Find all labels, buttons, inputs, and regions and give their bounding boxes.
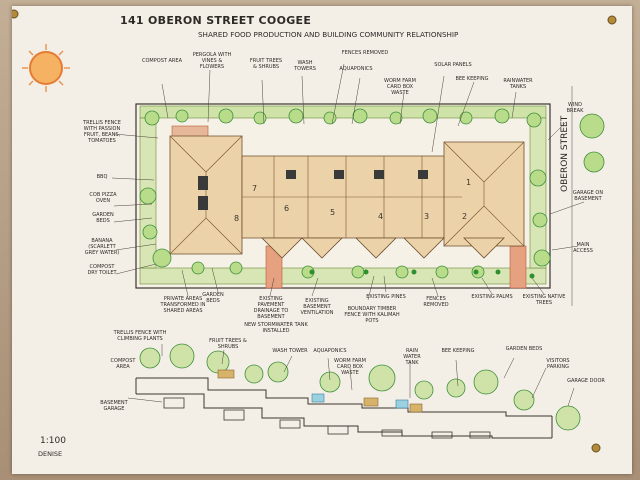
section-label-basement-garage: BASEMENT GARAGE xyxy=(100,400,128,412)
label-rainwater-tanks: RAINWATER TANKS xyxy=(503,78,533,90)
label-boundary-timber: BOUNDARY TIMBER FENCE WITH KALIMAH POTS xyxy=(344,306,400,324)
label-wash-towers: WASH TOWERS xyxy=(294,60,316,72)
plan-title: 141 OBERON STREET COOGEE xyxy=(120,14,312,27)
unit-number-1: 1 xyxy=(466,178,472,187)
plan-subtitle: SHARED FOOD PRODUCTION AND BUILDING COMM… xyxy=(198,30,459,39)
section-label-wash-tower: WASH TOWER xyxy=(272,348,308,354)
label-compost-area: COMPOST AREA xyxy=(142,58,182,64)
pushpin-bottom-right xyxy=(591,443,601,453)
leader-lines xyxy=(111,63,585,407)
palm-trees xyxy=(309,269,535,279)
label-main-access: MAIN ACCESS xyxy=(573,242,593,254)
sun-icon xyxy=(22,44,70,92)
label-worm-farm: WORM FARM CARD BOX WASTE xyxy=(384,78,416,96)
pushpin-top-left xyxy=(12,9,19,19)
label-bbq: BBQ xyxy=(96,174,108,180)
section-label-fruit-trees: FRUIT TREES & SHRUBS xyxy=(209,338,247,350)
site-drawing xyxy=(12,9,617,453)
section-label-visitors-parking: VISITORS PARKING xyxy=(546,358,570,370)
label-pergola: PERGOLA WITH VINES & FLOWERS xyxy=(192,52,232,70)
pushpin-top-right xyxy=(607,15,617,25)
unit-number-8: 8 xyxy=(234,214,240,223)
label-fences-removed-top: FENCES REMOVED xyxy=(341,50,389,56)
label-existing-pines: EXISTING PINES xyxy=(366,294,406,300)
unit-number-3: 3 xyxy=(424,212,430,221)
label-existing-native-trees: EXISTING NATIVE TREES xyxy=(522,294,566,306)
label-garden-beds-left: GARDEN BEDS xyxy=(92,212,114,224)
section-label-bee-keeping: BEE KEEPING xyxy=(441,348,475,354)
label-existing-palms: EXISTING PALMS xyxy=(471,294,513,300)
section-label-trellis-fence: TRELLIS FENCE WITH CLIMBING PLANTS xyxy=(113,330,167,342)
label-private-areas: PRIVATE AREAS TRANSFORMED IN SHARED AREA… xyxy=(160,296,206,314)
paper-sheet: 141 OBERON STREET COOGEE SHARED FOOD PRO… xyxy=(12,6,632,474)
label-compost-dry-toilet: COMPOST DRY TOILET xyxy=(87,264,117,276)
section-label-compost-area: COMPOST AREA xyxy=(110,358,136,370)
label-wind-break: WIND BREAK xyxy=(566,102,584,114)
label-fruit-trees: FRUIT TREES & SHRUBS xyxy=(249,58,283,70)
section-label-garden-beds: GARDEN BEDS xyxy=(505,346,543,352)
section-drawing xyxy=(135,343,581,439)
unit-number-7: 7 xyxy=(252,184,258,193)
unit-number-5: 5 xyxy=(330,208,336,217)
label-trellis-fence: TRELLIS FENCE WITH PASSION FRUIT, BEANS,… xyxy=(83,120,121,144)
scale-label: 1:100 xyxy=(40,436,66,446)
label-pizza-oven: COB PIZZA OVEN xyxy=(89,192,117,204)
street-label: OBERON STREET xyxy=(560,115,570,192)
solar-panels xyxy=(198,170,428,210)
section-label-aquaponics: AQUAPONICS xyxy=(313,348,347,354)
roof-ridge-lines xyxy=(169,135,525,255)
label-garden-beds-bottom: GARDEN BEDS xyxy=(202,292,224,304)
unit-number-6: 6 xyxy=(284,204,290,213)
unit-number-2: 2 xyxy=(462,212,468,221)
label-banana: BANANA (SCARLETT GREY WATER) xyxy=(84,238,120,256)
label-bee-keeping: BEE KEEPING xyxy=(455,76,489,82)
section-label-garage-door: GARAGE DOOR xyxy=(567,378,605,384)
label-garage-on-basement: GARAGE ON BASEMENT xyxy=(572,190,604,202)
section-label-rain-water-tank: RAIN WATER TANK xyxy=(403,348,421,366)
author-label: DENISE xyxy=(38,450,63,458)
label-existing-pavement: EXISTING PAVEMENT DRAINAGE TO BASEMENT xyxy=(253,296,289,320)
label-solar-panels: SOLAR PANELS xyxy=(434,62,472,68)
label-existing-basement-ventilation: EXISTING BASEMENT VENTILATION xyxy=(300,298,334,316)
label-aquaponics: AQUAPONICS xyxy=(339,66,373,72)
section-label-worm-farm: WORM FARM CARD BOX WASTE xyxy=(334,358,366,376)
label-fences-removed-bottom: FENCES REMOVED xyxy=(423,296,449,308)
label-new-stormwater: NEW STORMWATER TANK INSTALLED xyxy=(244,322,308,334)
unit-number-4: 4 xyxy=(378,212,384,221)
